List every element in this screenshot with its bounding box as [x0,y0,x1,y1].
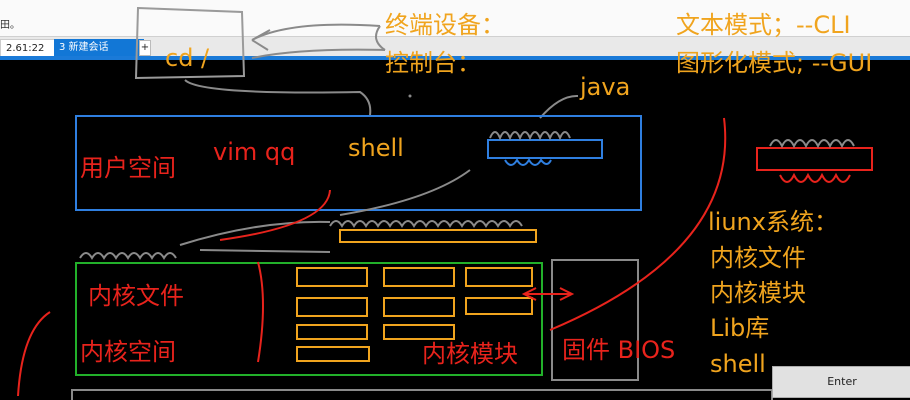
label-linux-item3: Lib库 [710,314,769,342]
module-box [465,297,533,315]
label-user-space: 用户空间 [80,154,176,182]
gray-lines-middle [179,169,471,253]
label-firmware: 固件 BIOS [562,336,675,364]
red-box-right [756,147,873,171]
red-arrow-bios [521,287,575,301]
red-squiggle-right [779,172,851,183]
app-box [487,139,603,159]
label-java: java [579,73,630,101]
kernel-space-box [75,262,543,376]
gray-curve-java [539,94,579,119]
red-curve-shell [219,189,331,241]
label-linux-item1: 内核文件 [710,244,806,272]
window-chrome: 田。 2.61:22 3 新建会话 + [0,0,910,57]
session-tab-2[interactable]: 3 新建会话 [54,39,144,56]
toolbar-area [0,0,910,36]
module-box [465,267,533,287]
terminal-sketch-box [134,6,246,80]
active-tab-underline [0,56,910,60]
bottom-gray-box [71,389,773,400]
toolbar-partial-text: 田。 [0,20,20,31]
module-box [296,267,368,287]
label-linux-item2: 内核模块 [710,279,806,307]
session-tab-bar: 2.61:22 3 新建会话 + [0,36,910,57]
label-console: 控制台： [385,49,481,77]
label-linux-item4: shell [710,350,766,378]
red-line-vertical [257,261,264,363]
gray-arrow-bottom [251,48,386,59]
gray-curve-shell [184,79,372,116]
red-curve-linux [549,117,727,331]
module-box [296,297,368,317]
gray-arrow-top [251,23,386,51]
label-kernel-file: 内核文件 [88,282,184,310]
add-tab-button[interactable]: + [139,40,151,56]
dot [408,94,412,98]
gray-squiggle-right [769,139,855,149]
blue-squiggle [504,158,552,166]
gray-squiggle-app [489,131,571,141]
label-cd: cd / [165,44,210,72]
module-box [383,324,455,340]
module-box [383,297,455,317]
label-kernel-space: 内核空间 [80,338,176,366]
module-box [383,267,455,287]
label-graphic-mode: 图形化模式; --GUI [676,49,872,77]
label-text-mode: 文本模式；--CLI [676,11,851,39]
module-box [296,346,370,362]
module-box [296,324,368,340]
label-linux-system: liunx系统： [708,208,838,236]
gray-wave-boundary [79,220,523,260]
label-shell: shell [348,134,404,162]
label-terminal-device: 终端设备： [385,11,505,39]
red-bracket-left [17,311,51,397]
syscall-bar [339,229,537,243]
label-kernel-module: 内核模块 [422,340,518,368]
user-space-box [75,115,642,211]
label-vim: vim qq [213,138,295,166]
enter-button[interactable]: Enter [772,366,910,398]
firmware-box [551,259,639,381]
